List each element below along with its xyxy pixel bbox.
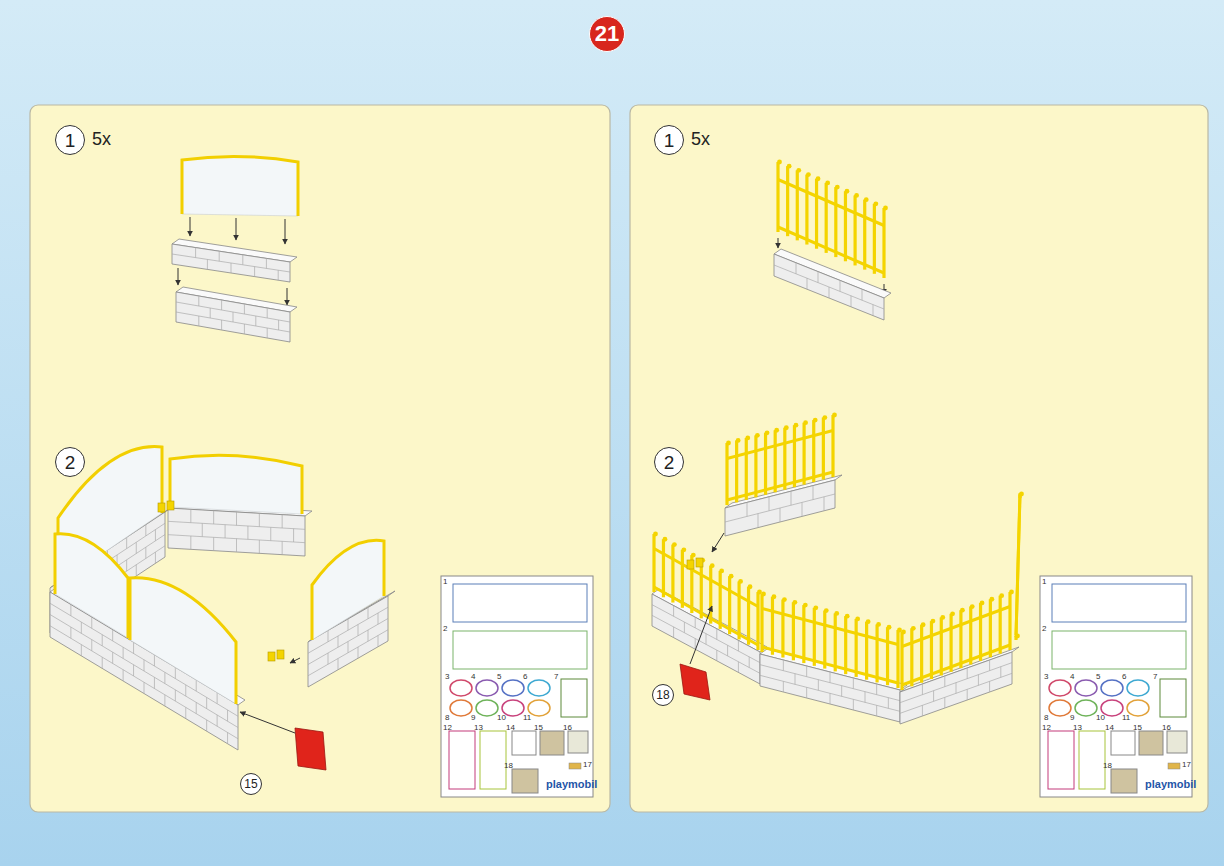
connector-clip	[268, 650, 284, 661]
instruction-panel	[30, 105, 610, 812]
sticker-number: 10	[497, 714, 506, 722]
wall-block	[176, 287, 297, 342]
sign-sticker	[680, 664, 710, 700]
sticker-number: 11	[1122, 714, 1130, 722]
page-number: 21	[589, 16, 625, 52]
sticker-number: 17	[1182, 761, 1191, 769]
sticker-number: 6	[1122, 673, 1126, 681]
sticker-number: 7	[1153, 673, 1157, 681]
sign-sticker	[295, 728, 326, 770]
connector-clip	[158, 501, 174, 512]
assembly-arrow	[285, 219, 286, 244]
assembly-arrow	[178, 268, 179, 285]
sticker-number: 2	[1042, 625, 1046, 633]
assembly-arrow	[290, 658, 300, 663]
fence-panel	[901, 590, 1014, 690]
sticker-number: 15	[1133, 724, 1142, 732]
sticker-number: 13	[474, 724, 483, 732]
wall-block	[172, 239, 297, 282]
sticker-number: 4	[471, 673, 475, 681]
glass-panel	[312, 540, 384, 640]
glass-panel	[55, 534, 128, 638]
sticker-sheet	[441, 576, 593, 797]
part-callout: 15	[240, 773, 262, 795]
sticker-number: 9	[1070, 714, 1074, 722]
sticker-number: 1	[1042, 578, 1046, 586]
fence-panel	[761, 592, 902, 688]
wall-block	[774, 249, 891, 320]
sticker-number: 9	[471, 714, 475, 722]
quantity-label: 5x	[92, 130, 111, 148]
step-number: 2	[55, 447, 85, 477]
wall-block	[760, 649, 907, 722]
sticker-number: 15	[534, 724, 543, 732]
quantity-label: 5x	[691, 130, 710, 148]
sticker-number: 1	[443, 578, 447, 586]
sticker-number: 7	[554, 673, 558, 681]
sticker-number: 8	[1044, 714, 1048, 722]
glass-panel	[130, 578, 236, 704]
sticker-number: 10	[1096, 714, 1105, 722]
step-number: 1	[654, 125, 684, 155]
assembly-arrow	[240, 712, 295, 733]
sticker-number: 14	[506, 724, 515, 732]
assembly-drawing	[50, 156, 1192, 797]
fence-panel	[726, 413, 837, 505]
sticker-number: 13	[1073, 724, 1082, 732]
sticker-sheet	[1040, 576, 1192, 797]
assembly-arrow	[190, 217, 191, 236]
assembly-arrow	[712, 533, 724, 552]
sticker-number: 16	[563, 724, 572, 732]
sticker-number: 5	[1096, 673, 1100, 681]
brand-logo: playmobil	[1145, 779, 1196, 790]
sticker-number: 14	[1105, 724, 1114, 732]
part-callout: 18	[652, 684, 674, 706]
sticker-number: 6	[523, 673, 527, 681]
instruction-panel	[630, 105, 1208, 812]
number-text: 2	[664, 453, 675, 472]
number-text: 18	[656, 689, 669, 701]
sticker-number: 11	[523, 714, 531, 722]
sticker-number: 5	[497, 673, 501, 681]
connector-clip	[687, 558, 703, 569]
sticker-number: 4	[1070, 673, 1074, 681]
number-text: 15	[244, 778, 257, 790]
fence-panel	[1015, 492, 1024, 640]
sticker-number: 18	[1103, 762, 1112, 770]
sticker-number: 12	[443, 724, 452, 732]
number-text: 1	[65, 131, 76, 150]
number-text: 21	[595, 23, 619, 45]
brand-logo: playmobil	[546, 779, 597, 790]
glass-panel	[182, 156, 298, 216]
assembly-arrow	[690, 606, 712, 664]
glass-panel	[170, 455, 302, 514]
sticker-number: 3	[1044, 673, 1048, 681]
assembly-arrow	[287, 288, 288, 305]
number-text: 2	[65, 453, 76, 472]
sticker-number: 3	[445, 673, 449, 681]
sticker-number: 17	[583, 761, 592, 769]
sticker-number: 16	[1162, 724, 1171, 732]
sticker-number: 2	[443, 625, 447, 633]
sticker-number: 12	[1042, 724, 1051, 732]
assembly-arrow	[778, 238, 779, 248]
assembly-arrow	[236, 218, 237, 240]
fence-panel	[653, 532, 762, 650]
step-number: 1	[55, 125, 85, 155]
sticker-number: 8	[445, 714, 449, 722]
step-number: 2	[654, 447, 684, 477]
sticker-number: 18	[504, 762, 513, 770]
number-text: 1	[664, 131, 675, 150]
